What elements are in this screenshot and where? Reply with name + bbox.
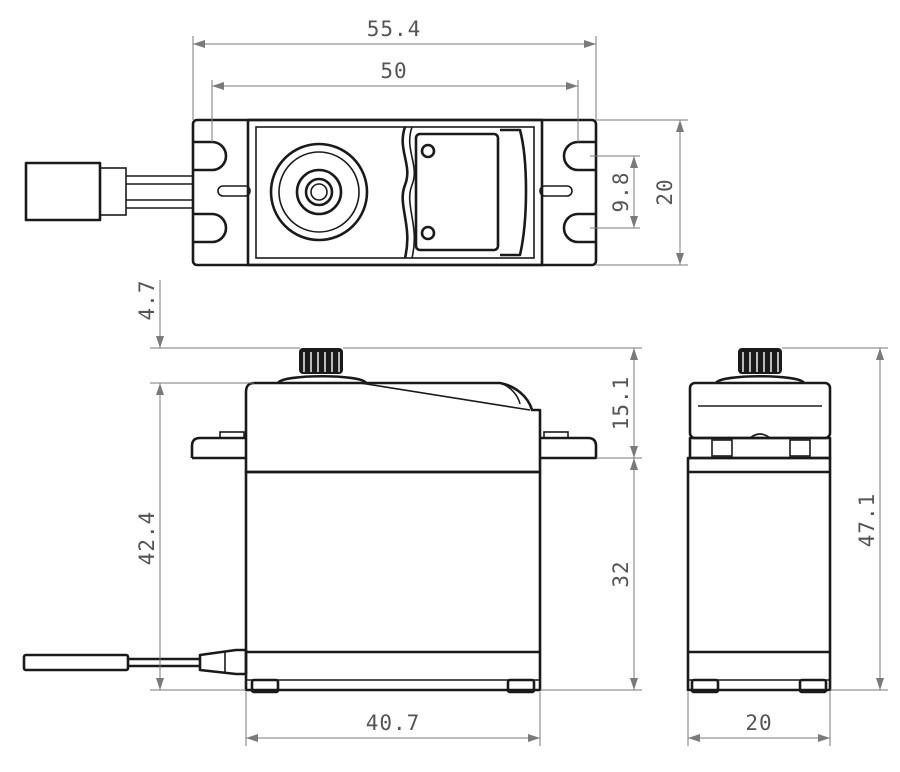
dim-label-20-top: 20 [653,178,677,205]
dim-front-body-height: 42.4 [135,382,254,691]
dim-label-55-4: 55.4 [367,17,422,41]
dim-front-upper-height: 15.1 [343,347,642,459]
front-view: 4.7 42.4 15.1 32 [22,280,642,746]
dim-top-hole-spacing: 50 [211,59,579,142]
dim-label-32: 32 [609,560,633,587]
top-view: 55.4 50 9.8 20 [24,17,688,267]
side-view-spline [714,348,806,385]
dim-side-total-height: 47.1 [782,347,888,691]
top-view-label-panel [414,128,528,257]
left-mounting-slots [193,140,251,244]
top-view-divider [401,126,409,259]
front-view-upper-case [244,381,542,474]
dim-side-width: 20 [687,692,831,746]
dim-label-50: 50 [380,59,407,83]
dim-label-15-1: 15.1 [609,376,633,431]
top-view-flange [191,118,598,267]
right-mounting-slots [539,140,596,244]
dim-front-case-width: 40.7 [245,692,541,746]
front-view-wire [22,648,248,676]
dim-label-20-side: 20 [745,711,772,735]
front-view-lower-case [244,470,542,692]
front-view-spline [276,348,368,385]
output-shaft-top [269,142,369,242]
side-view: 47.1 20 [686,347,888,746]
dim-label-47-1: 47.1 [855,493,879,548]
dim-top-slot-spacing: 9.8 [590,155,640,229]
top-view-case [246,118,544,267]
top-view-connector [24,161,192,222]
dim-top-overall-width: 55.4 [192,17,597,120]
dim-front-lower-height: 32 [540,458,642,691]
side-view-cap [688,381,832,440]
front-view-flange [190,431,598,460]
side-view-body [686,456,832,692]
dim-top-width: 20 [596,119,688,266]
dim-front-shaft-height: 4.7 [135,280,300,349]
dim-label-42-4: 42.4 [135,511,159,566]
dim-label-40-7: 40.7 [366,711,421,735]
dim-label-9-8: 9.8 [609,172,633,213]
side-view-flange [688,436,832,460]
dim-label-4-7: 4.7 [135,280,159,321]
